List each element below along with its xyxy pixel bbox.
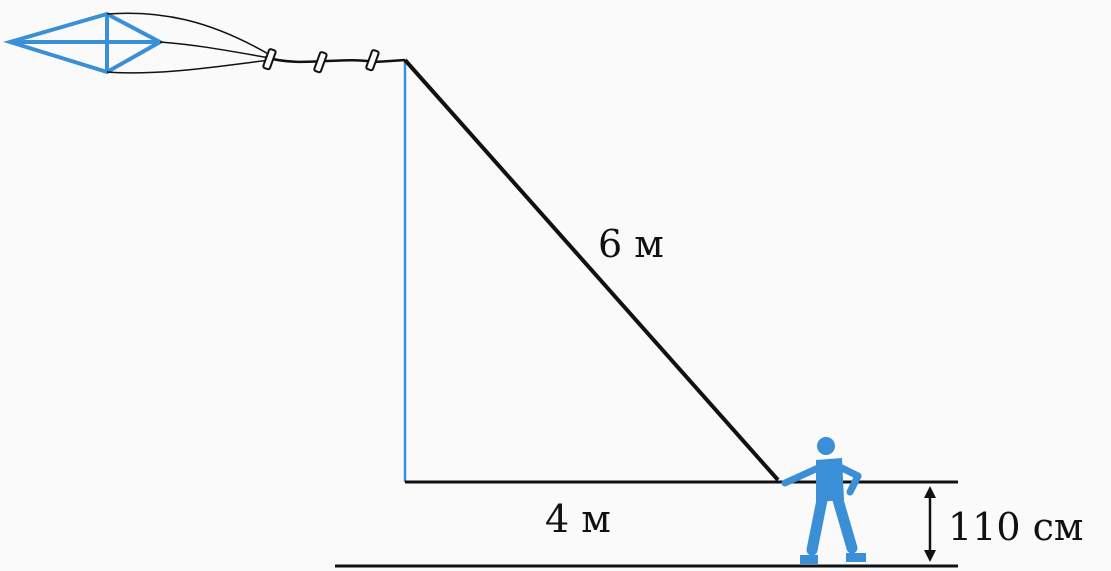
height-dimension-arrow bbox=[924, 486, 936, 562]
kite-bridle bbox=[106, 12, 271, 74]
kite-tail-bows bbox=[262, 48, 380, 74]
kite-icon bbox=[3, 11, 165, 75]
tail-bow-3 bbox=[365, 49, 380, 72]
kite-tail-string bbox=[264, 55, 406, 64]
horizontal-distance-label: 4 м bbox=[545, 497, 611, 541]
tail-bow-1 bbox=[262, 48, 277, 71]
hand-height-label: 110 см bbox=[948, 505, 1084, 549]
tail-bow-2 bbox=[313, 51, 328, 74]
person-icon bbox=[781, 437, 866, 564]
kite-string-hypotenuse bbox=[403, 58, 780, 482]
string-length-label: 6 м bbox=[598, 222, 664, 266]
